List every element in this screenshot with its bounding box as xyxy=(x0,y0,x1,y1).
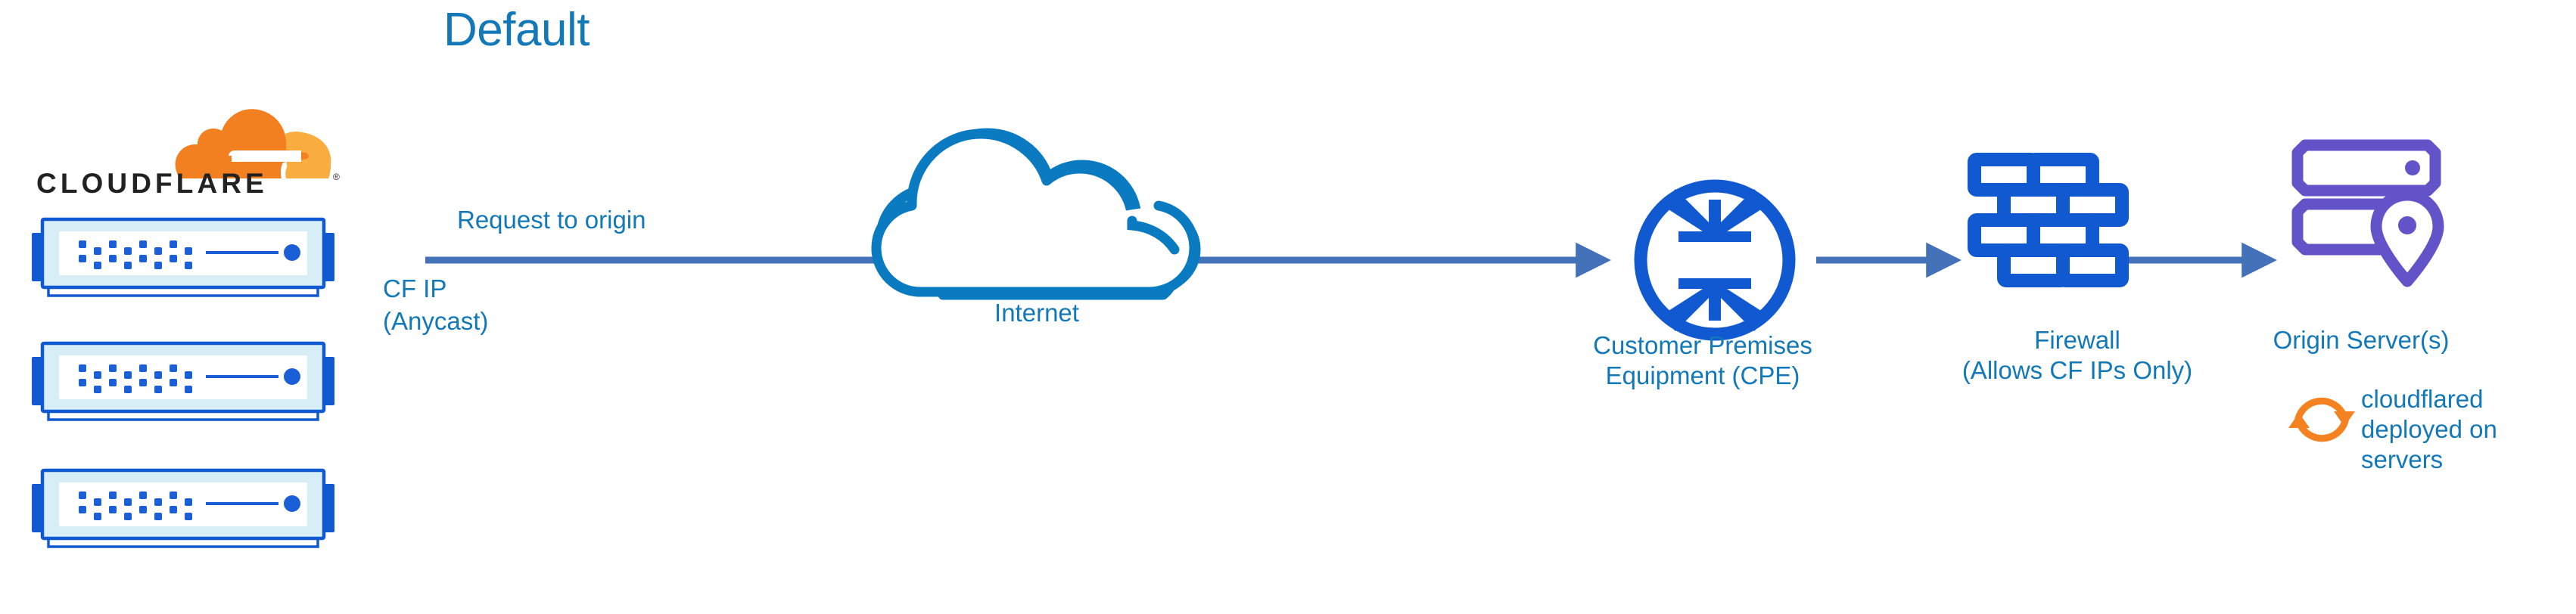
server-port-dots xyxy=(79,364,192,393)
router-icon xyxy=(1634,179,1796,341)
cloudflared-annotation-label: cloudflared deployed on servers xyxy=(2361,385,2497,473)
server-location-pin-icon xyxy=(2291,139,2444,287)
server-port-dots xyxy=(79,492,192,520)
cf-server-unit xyxy=(32,217,334,297)
origin-server-label: Origin Server(s) xyxy=(2273,326,2450,354)
firewall-label: Firewall (Allows CF IPs Only) xyxy=(1962,326,2193,384)
cloudflare-cloud-icon xyxy=(175,109,331,178)
cf-server-unit xyxy=(32,341,334,421)
internet-label: Internet xyxy=(994,299,1079,327)
page-title: Default xyxy=(443,4,590,56)
cf-server-unit xyxy=(32,468,334,548)
cpe-label: Customer Premises Equipment (CPE) xyxy=(1593,331,1812,389)
cloudflare-logo: CLOUDFLARE ® xyxy=(36,103,345,199)
cloudflare-wordmark: CLOUDFLARE ® xyxy=(36,169,340,199)
edge-request-to-origin-label: Request to origin xyxy=(457,206,646,234)
internet-cloud-outline xyxy=(871,129,1199,297)
server-port-dots xyxy=(79,240,192,269)
brick-wall-icon xyxy=(1968,153,2129,287)
sync-arrows-icon xyxy=(2288,397,2355,442)
registered-mark: ® xyxy=(333,172,340,182)
cloudflare-edge-label: CF IP (Anycast) xyxy=(383,274,489,335)
cloudflare-wordmark-text: CLOUDFLARE xyxy=(36,169,268,199)
